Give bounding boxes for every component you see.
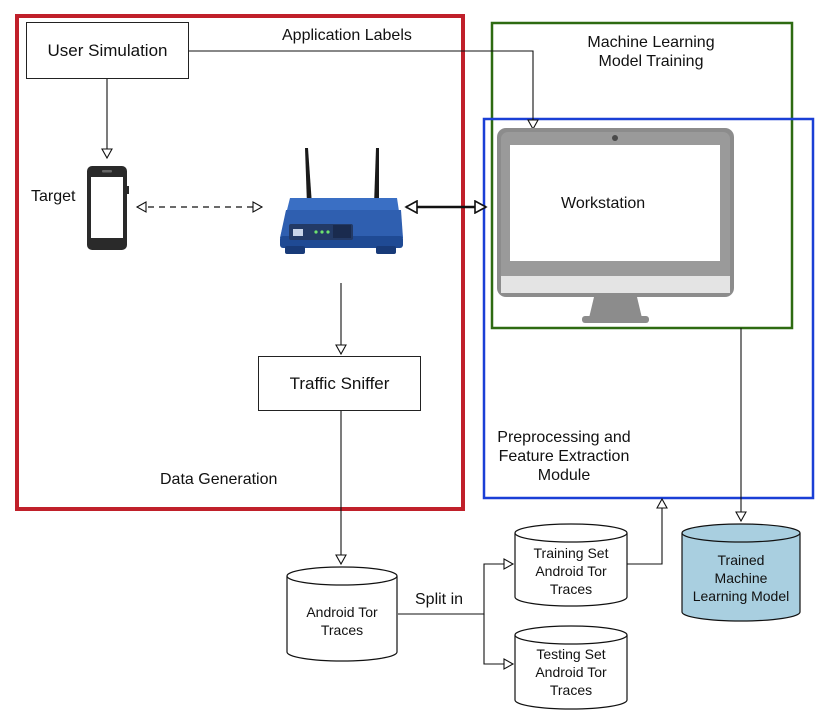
traffic-sniffer-label: Traffic Sniffer [289, 373, 390, 393]
preprocessing-title-line3: Module [537, 467, 591, 485]
android-tor-traces-line1: Android Tor [306, 604, 378, 620]
android-tor-traces-line2: Traces [320, 622, 364, 638]
android-tor-traces-label: Android Tor Traces [287, 603, 397, 639]
trained-model-label: Trained Machine Learning Model [682, 551, 800, 605]
testing-set-db [514, 625, 628, 710]
testing-set-line2: Android Tor [535, 664, 607, 680]
trained-model-line2: Machine [714, 570, 768, 586]
preprocessing-title-line1: Preprocessing and [497, 429, 631, 446]
user-simulation-label: User Simulation [47, 40, 168, 60]
data-generation-title: Data Generation [160, 471, 278, 488]
ml-training-region [490, 21, 794, 330]
trained-model-line1: Trained [717, 552, 765, 568]
target-label: Target [31, 188, 76, 205]
preprocessing-title-line2: Feature Extraction [498, 448, 630, 466]
training-set-label: Training Set Android Tor Traces [515, 544, 627, 598]
training-set-line1: Training Set [533, 545, 609, 561]
split-to-training-connector [398, 558, 515, 615]
split-to-testing-connector [483, 614, 515, 670]
training-to-preprocessing-connector [626, 497, 668, 565]
application-labels-edge-label: Application Labels [282, 27, 412, 44]
training-set-line3: Traces [549, 581, 593, 597]
preprocessing-title: Preprocessing and Feature Extraction Mod… [485, 428, 643, 486]
application-labels-connector [189, 50, 539, 131]
workstation-monitor-icon [497, 128, 734, 323]
smartphone-icon [87, 166, 129, 250]
data-generation-region [15, 14, 465, 511]
split-in-edge-label: Split in [415, 591, 464, 608]
testing-set-line1: Testing Set [536, 646, 606, 662]
training-set-db [514, 523, 628, 607]
ml-training-title: Machine Learning Model Training [560, 33, 742, 71]
workstation-label: Workstation [561, 195, 646, 212]
traffic-sniffer-box: Traffic Sniffer [258, 356, 421, 411]
ml-training-title-line2: Model Training [598, 53, 704, 71]
testing-set-line3: Traces [549, 682, 593, 698]
training-set-line2: Android Tor [535, 563, 607, 579]
ml-training-title-line1: Machine Learning [587, 34, 715, 51]
android-tor-traces-db [286, 566, 398, 662]
trained-model-line3: Learning Model [692, 588, 790, 604]
preprocessing-region [482, 117, 815, 500]
trained-model-db [681, 523, 801, 622]
wifi-router-icon [280, 148, 403, 254]
user-simulation-box: User Simulation [26, 22, 189, 79]
testing-set-label: Testing Set Android Tor Traces [515, 645, 627, 699]
